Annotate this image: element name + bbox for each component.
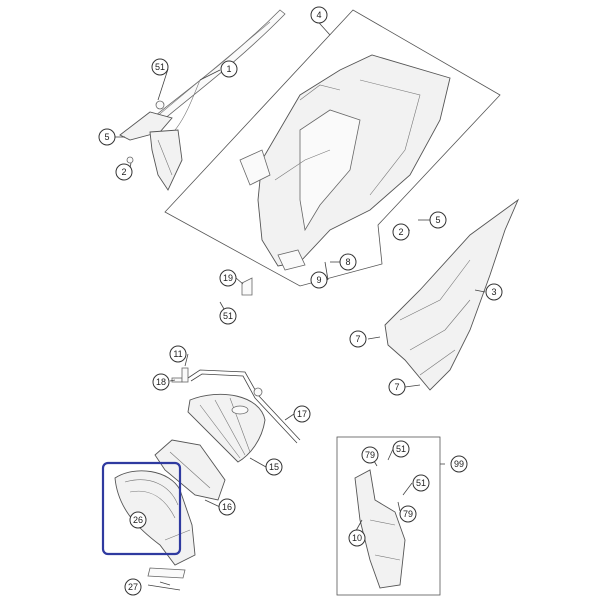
callout-9[interactable]: 9 bbox=[310, 271, 328, 289]
part-27-clamp bbox=[147, 567, 186, 591]
svg-text:51: 51 bbox=[223, 311, 233, 321]
callout-27[interactable]: 27 bbox=[124, 578, 142, 596]
svg-text:27: 27 bbox=[128, 582, 138, 592]
svg-text:16: 16 bbox=[222, 502, 232, 512]
callout-19[interactable]: 19 bbox=[219, 269, 237, 287]
part-26-filter-element bbox=[114, 470, 196, 566]
callout-11[interactable]: 11 bbox=[169, 345, 187, 363]
callout-51-mid[interactable]: 51 bbox=[219, 307, 237, 325]
svg-text:19: 19 bbox=[223, 273, 233, 283]
callout-7-upper[interactable]: 7 bbox=[349, 330, 367, 348]
svg-text:5: 5 bbox=[104, 132, 109, 142]
svg-text:51: 51 bbox=[155, 62, 165, 72]
svg-text:2: 2 bbox=[398, 227, 403, 237]
callout-16[interactable]: 16 bbox=[218, 498, 236, 516]
part-19-clip bbox=[241, 277, 253, 296]
callout-1[interactable]: 1 bbox=[220, 60, 238, 78]
svg-text:4: 4 bbox=[316, 10, 321, 20]
callout-15[interactable]: 15 bbox=[265, 458, 283, 476]
part-10-duct bbox=[354, 469, 406, 589]
part-3-side-cover bbox=[384, 198, 520, 391]
callout-51-top[interactable]: 51 bbox=[151, 58, 169, 76]
part-15-air-filter bbox=[187, 393, 266, 463]
callout-2-right[interactable]: 2 bbox=[392, 223, 410, 241]
svg-text:2: 2 bbox=[121, 167, 126, 177]
callout-79-lower[interactable]: 79 bbox=[399, 505, 417, 523]
part-17-rod bbox=[187, 369, 301, 444]
svg-text:10: 10 bbox=[352, 533, 362, 543]
part-1-cable bbox=[149, 9, 286, 131]
svg-text:51: 51 bbox=[416, 478, 426, 488]
svg-text:51: 51 bbox=[396, 444, 406, 454]
svg-text:5: 5 bbox=[435, 215, 440, 225]
callout-79-top[interactable]: 79 bbox=[361, 446, 379, 464]
svg-text:79: 79 bbox=[403, 509, 413, 519]
part-4-airbox bbox=[239, 54, 451, 271]
svg-text:26: 26 bbox=[133, 515, 143, 525]
callout-3[interactable]: 3 bbox=[485, 283, 503, 301]
part-16-filter-cage bbox=[154, 439, 226, 501]
svg-text:11: 11 bbox=[173, 349, 182, 359]
svg-text:7: 7 bbox=[355, 334, 360, 344]
assembly-frame-4 bbox=[164, 9, 501, 287]
callout-17[interactable]: 17 bbox=[293, 405, 311, 423]
svg-text:18: 18 bbox=[156, 377, 166, 387]
callout-8[interactable]: 8 bbox=[339, 253, 357, 271]
part-bracket-left bbox=[119, 100, 183, 191]
callout-26[interactable]: 26 bbox=[129, 511, 147, 529]
callout-99[interactable]: 99 bbox=[450, 455, 468, 473]
assembly-frame-99 bbox=[336, 436, 441, 596]
callout-2-left[interactable]: 2 bbox=[115, 163, 133, 181]
svg-text:17: 17 bbox=[297, 409, 307, 419]
callout-4[interactable]: 4 bbox=[310, 6, 328, 24]
callout-5-right[interactable]: 5 bbox=[429, 211, 447, 229]
svg-text:7: 7 bbox=[394, 382, 399, 392]
svg-text:79: 79 bbox=[365, 450, 375, 460]
leader-lines bbox=[115, 14, 486, 586]
callout-51-box-top[interactable]: 51 bbox=[392, 440, 410, 458]
highlight-box-26 bbox=[101, 461, 182, 556]
part-11-bolt bbox=[181, 367, 189, 383]
callout-10[interactable]: 10 bbox=[348, 529, 366, 547]
svg-text:99: 99 bbox=[454, 459, 464, 469]
svg-text:8: 8 bbox=[345, 257, 350, 267]
callout-18[interactable]: 18 bbox=[152, 373, 170, 391]
svg-text:9: 9 bbox=[316, 275, 321, 285]
svg-text:3: 3 bbox=[491, 287, 496, 297]
callout-5-left[interactable]: 5 bbox=[98, 128, 116, 146]
callout-51-box-mid[interactable]: 51 bbox=[412, 474, 430, 492]
svg-text:15: 15 bbox=[269, 462, 279, 472]
svg-text:1: 1 bbox=[226, 64, 231, 74]
callout-7-lower[interactable]: 7 bbox=[388, 378, 406, 396]
